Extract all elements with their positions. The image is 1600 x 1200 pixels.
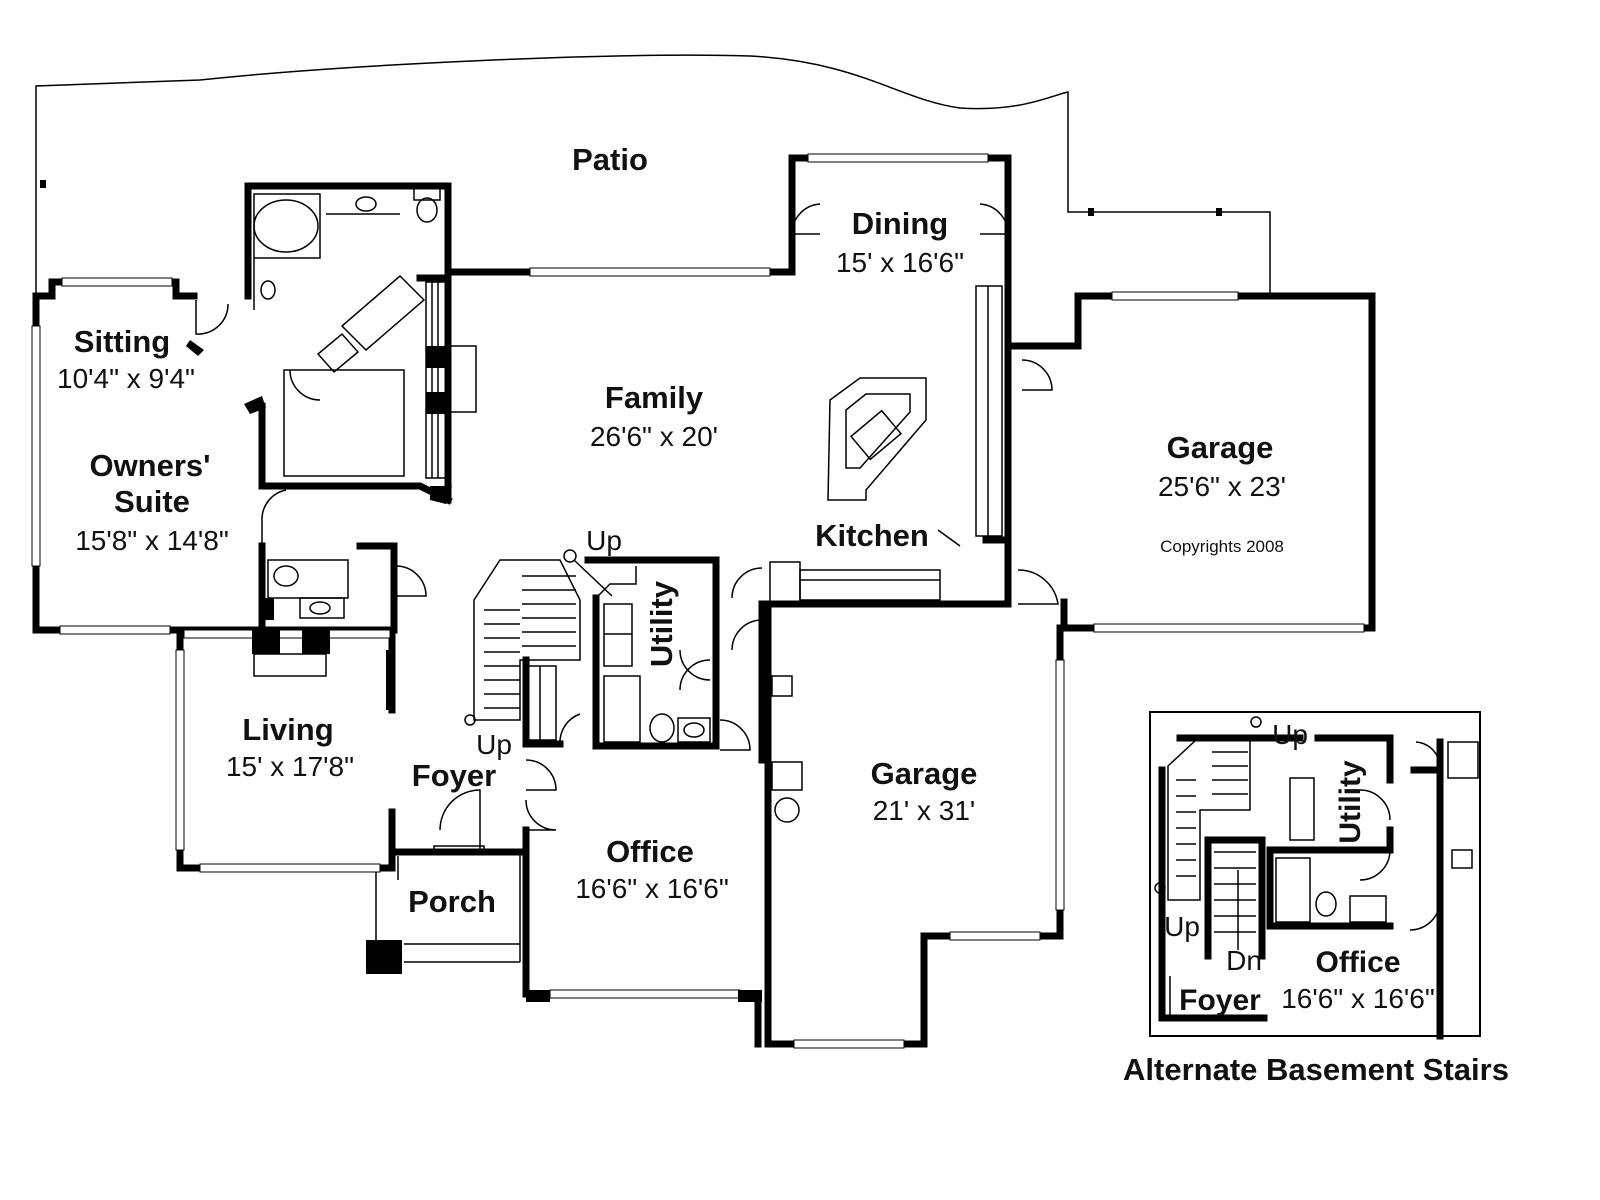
utility-label: Utility [644, 580, 679, 667]
office-dims: 16'6" x 16'6" [575, 873, 729, 904]
master-bath-fixtures [186, 187, 477, 504]
inset-up-bottom-label: Up [1164, 911, 1200, 942]
family-label: Family [605, 380, 704, 415]
garage-upper-dims: 25'6" x 23' [1158, 471, 1286, 502]
sitting-dims: 10'4" x 9'4" [57, 363, 195, 394]
hall-bath-fixtures [252, 559, 394, 710]
garage-fixtures [771, 675, 803, 823]
owners-suite-label-line1: Owners' [89, 448, 210, 483]
inset-caption: Alternate Basement Stairs [1123, 1052, 1509, 1087]
owners-suite-label-line2: Suite [114, 484, 190, 519]
inset-dn-label: Dn [1226, 945, 1262, 976]
office-label: Office [606, 834, 694, 869]
living-label: Living [242, 712, 333, 747]
utility-fixtures [595, 566, 711, 743]
patio-label: Patio [572, 142, 648, 177]
family-dims: 26'6" x 20' [590, 421, 718, 452]
room-labels: Patio Dining 15' x 16'6" Sitting 10'4" x… [57, 142, 1286, 919]
garage-upper-label: Garage [1167, 430, 1274, 465]
patio-outline [35, 54, 1271, 300]
foyer-label: Foyer [412, 758, 496, 793]
garage-lower-dims: 21' x 31' [873, 795, 976, 826]
wall-markers [40, 180, 1222, 216]
copyright-text: Copyrights 2008 [1160, 537, 1284, 556]
inset-up-top-label: Up [1272, 719, 1308, 750]
garage-lower-label: Garage [871, 756, 978, 791]
windows [31, 153, 1365, 1049]
up-label-2: Up [476, 729, 512, 760]
porch-label: Porch [408, 884, 496, 919]
sitting-label: Sitting [74, 324, 170, 359]
inset-office-dims: 16'6" x 16'6" [1281, 983, 1435, 1014]
inset-foyer-label: Foyer [1179, 984, 1261, 1017]
dining-dims: 15' x 16'6" [836, 247, 964, 278]
up-label-1: Up [586, 525, 622, 556]
owners-suite-dims: 15'8" x 14'8" [75, 525, 229, 556]
inset-office-label: Office [1315, 946, 1400, 979]
inset-utility-label: Utility [1334, 760, 1367, 844]
dining-label: Dining [852, 206, 948, 241]
doors [195, 203, 1059, 850]
kitchen-fixtures [769, 285, 1003, 603]
kitchen-label: Kitchen [815, 518, 929, 553]
living-dims: 15' x 17'8" [226, 751, 354, 782]
inset-alternate-stairs: Up Utility Up Dn Office Foyer 16'6" x 16… [1123, 711, 1509, 1087]
main-stairs [464, 549, 613, 741]
porch-structure [366, 845, 762, 1002]
